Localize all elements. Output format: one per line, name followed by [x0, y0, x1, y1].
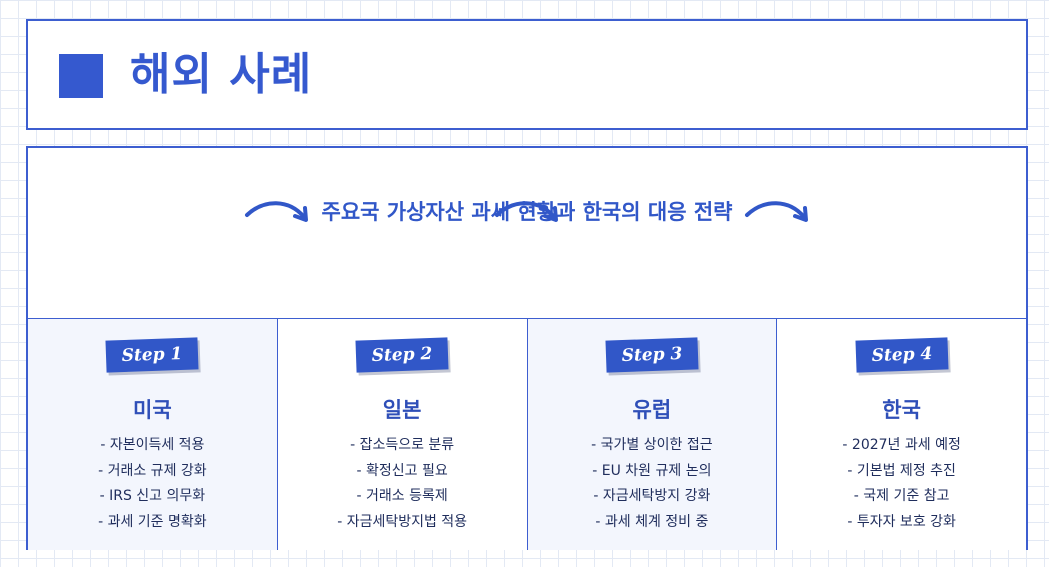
- curved-arrow-icon: [745, 201, 808, 222]
- list-item: - 과세 체계 정비 중: [595, 513, 709, 530]
- content-panel: 주요국 가상자산 과세 현황과 한국의 대응 전략 Step 1 미국 - 자본…: [26, 146, 1028, 550]
- list-item: - 잡소득으로 분류: [350, 437, 455, 453]
- step-country: 한국: [882, 398, 921, 422]
- header-box: 해외 사례: [26, 19, 1028, 130]
- step-card-1: Step 1 미국 - 자본이득세 적용 - 거래소 규제 강화 - IRS 신…: [28, 319, 278, 550]
- step-badge: Step 3: [605, 337, 699, 373]
- step-card-3: Step 3 유럽 - 국가별 상이한 접근 - EU 차원 규제 논의 - 자…: [527, 319, 778, 550]
- list-item: - 투자자 보호 강화: [847, 513, 956, 530]
- list-item: - 자본이득세 적용: [100, 437, 205, 453]
- step-card-2: Step 2 일본 - 잡소득으로 분류 - 확정신고 필요 - 거래소 등록제…: [277, 319, 528, 550]
- step-badge: Step 4: [855, 337, 949, 373]
- step-card-4: Step 4 한국 - 2027년 과세 예정 - 기본법 제정 추진 - 국제…: [777, 319, 1026, 550]
- title-square-icon: [59, 54, 103, 98]
- list-item: - 자금세탁방지 강화: [593, 488, 711, 504]
- step-country: 미국: [133, 398, 172, 422]
- step-row: Step 1 미국 - 자본이득세 적용 - 거래소 규제 강화 - IRS 신…: [28, 318, 1026, 550]
- list-item: - IRS 신고 의무화: [99, 488, 206, 504]
- list-item: - 기본법 제정 추진: [847, 462, 956, 479]
- step-list: - 국가별 상이한 접근 - EU 차원 규제 논의 - 자금세탁방지 강화 -…: [528, 433, 777, 535]
- list-item: - 확정신고 필요: [356, 462, 448, 479]
- step-badge: Step 1: [105, 337, 199, 373]
- list-item: - 거래소 등록제: [356, 488, 448, 504]
- list-item: - 국제 기준 참고: [853, 488, 950, 504]
- list-item: - 과세 기준 명확화: [98, 513, 207, 530]
- step-list: - 잡소득으로 분류 - 확정신고 필요 - 거래소 등록제 - 자금세탁방지법…: [278, 433, 527, 535]
- list-item: - 국가별 상이한 접근: [591, 437, 713, 453]
- list-item: - EU 차원 규제 논의: [592, 462, 712, 479]
- curved-arrow-icon: [245, 201, 308, 222]
- list-item: - 거래소 규제 강화: [98, 462, 207, 479]
- curved-arrow-icon: [495, 201, 558, 222]
- page-title: 해외 사례: [130, 49, 313, 100]
- step-badge: Step 2: [355, 337, 449, 373]
- step-list: - 2027년 과세 예정 - 기본법 제정 추진 - 국제 기준 참고 - 투…: [777, 433, 1026, 535]
- step-country: 일본: [382, 398, 422, 422]
- step-list: - 자본이득세 적용 - 거래소 규제 강화 - IRS 신고 의무화 - 과세…: [28, 433, 277, 535]
- list-item: - 2027년 과세 예정: [842, 437, 961, 453]
- step-country: 유럽: [632, 398, 672, 422]
- list-item: - 자금세탁방지법 적용: [337, 513, 468, 530]
